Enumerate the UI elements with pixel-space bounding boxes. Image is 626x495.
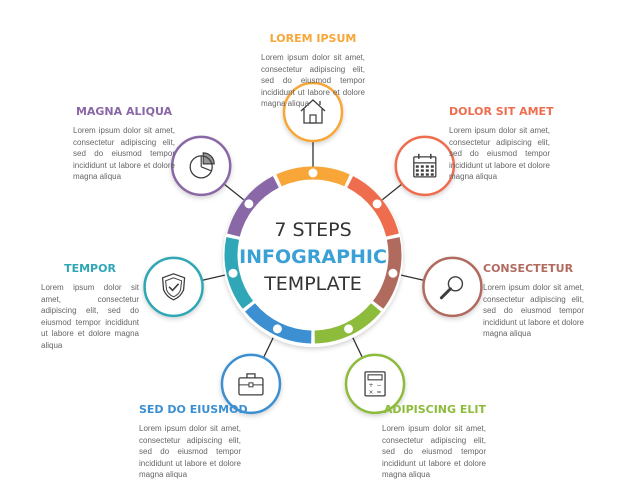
- step-description: Lorem ipsum dolor sit amet, consectetur …: [139, 424, 241, 480]
- magnifier-icon: [439, 276, 464, 300]
- house-icon: [300, 99, 326, 124]
- svg-text:−: −: [377, 382, 382, 389]
- svg-text:=: =: [377, 389, 382, 396]
- step-node-lower-left: [220, 353, 282, 415]
- step-node-upper-right: [394, 135, 456, 197]
- shield-check-icon: [161, 273, 186, 301]
- step-node-circle: [344, 353, 406, 415]
- step-text-right: CONSECTETUR Lorem ipsum dolor sit amet, …: [483, 262, 584, 340]
- briefcase-icon: [238, 373, 264, 396]
- step-node-circle: [394, 135, 456, 197]
- step-text-lower-right: ADIPISCING ELIT Lorem ipsum dolor sit am…: [382, 403, 486, 481]
- step-node-lower-right: +−×=: [344, 353, 406, 415]
- ring-dot-upper-left: [242, 197, 256, 211]
- svg-text:+: +: [369, 382, 374, 389]
- pie-chart-icon: [189, 152, 215, 179]
- ring-dots: [226, 166, 400, 336]
- calendar-icon: [413, 153, 437, 178]
- center-title-line2: INFOGRAPHIC: [239, 246, 387, 268]
- step-node-upper-left: [170, 135, 232, 197]
- step-node-right: [422, 256, 483, 318]
- step-title: TEMPOR: [64, 262, 116, 275]
- step-title: MAGNA ALIQUA: [75, 105, 173, 118]
- step-node-left: [143, 256, 204, 318]
- step-title: SED DO EIUSMOD: [139, 403, 248, 416]
- center-title-line3: TEMPLATE: [263, 273, 362, 295]
- ring-dot-upper-right: [370, 197, 384, 211]
- ring-dot-left: [226, 266, 240, 280]
- step-title: CONSECTETUR: [483, 262, 574, 275]
- center-title-line1: 7 STEPS: [274, 219, 351, 241]
- ring-dot-right: [386, 266, 400, 280]
- ring-dot-top: [306, 166, 320, 180]
- calculator-icon: +−×=: [364, 371, 386, 397]
- step-text-lower-left: SED DO EIUSMOD Lorem ipsum dolor sit ame…: [139, 403, 248, 481]
- step-node-top: [282, 81, 344, 143]
- step-description: Lorem ipsum dolor sit amet, consectetur …: [483, 283, 584, 339]
- step-text-top: LOREM IPSUM Lorem ipsum dolor sit amet, …: [261, 32, 365, 110]
- ring-shadow: [223, 167, 403, 347]
- step-node-circle: [422, 256, 483, 318]
- step-title: DOLOR SIT AMET: [449, 105, 554, 118]
- center-title: 7 STEPS INFOGRAPHIC TEMPLATE: [239, 219, 387, 295]
- ring-dot-lower-right: [342, 322, 356, 336]
- step-node-circle: [282, 81, 344, 143]
- step-description: Lorem ipsum dolor sit amet, consectetur …: [261, 53, 365, 109]
- step-title: LOREM IPSUM: [269, 32, 357, 45]
- step-description: Lorem ipsum dolor sit amet, consectetur …: [73, 126, 175, 182]
- step-nodes: +−×=: [143, 81, 483, 415]
- ring-dot-lower-left: [270, 322, 284, 336]
- step-text-upper-right: DOLOR SIT AMET Lorem ipsum dolor sit ame…: [449, 105, 554, 183]
- step-description: Lorem ipsum dolor sit amet, consectetur …: [382, 424, 486, 480]
- step-node-circle: [143, 256, 204, 318]
- svg-text:×: ×: [369, 389, 374, 396]
- step-title: ADIPISCING ELIT: [383, 403, 486, 416]
- step-text-upper-left: MAGNA ALIQUA Lorem ipsum dolor sit amet,…: [73, 105, 175, 183]
- step-text-left: TEMPOR Lorem ipsum dolor sit amet, conse…: [41, 262, 139, 352]
- step-description: Lorem ipsum dolor sit amet, consectetur …: [41, 283, 139, 350]
- step-description: Lorem ipsum dolor sit amet, consectetur …: [449, 126, 550, 182]
